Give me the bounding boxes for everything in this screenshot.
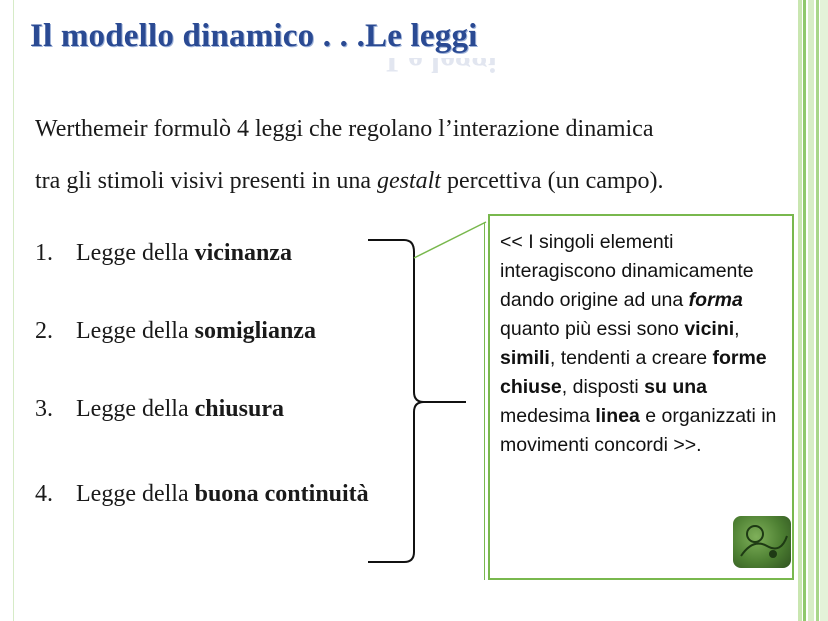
list-item: 1.Legge della vicinanza (35, 240, 292, 266)
list-item: 4.Legge della buona continuità (35, 481, 369, 507)
left-border-line (13, 0, 14, 621)
title-part-2: Le leggi (365, 18, 478, 54)
intro-line-2: tra gli stimoli visivi presenti in una g… (35, 168, 664, 194)
callout-connector (413, 221, 487, 259)
image-thumbnail (733, 516, 791, 568)
list-item: 3.Legge della chiusura (35, 396, 284, 422)
decorative-stripes (798, 0, 828, 621)
intro-paragraph: Werthemeir formulò 4 leggi che regolano … (35, 103, 795, 207)
intro-line-1: Werthemeir formulò 4 leggi che regolano … (35, 116, 654, 142)
list-item: 2.Legge della somiglianza (35, 318, 316, 344)
slide-title: Il modello dinamico . . .Le leggi (30, 18, 478, 55)
gestalt-term: gestalt (376, 168, 441, 194)
quote-text: << I singoli elementi interagiscono dina… (500, 231, 777, 456)
title-part-1: Il modello dinamico . . . (30, 18, 366, 54)
quote-box-accent-line (484, 222, 485, 580)
